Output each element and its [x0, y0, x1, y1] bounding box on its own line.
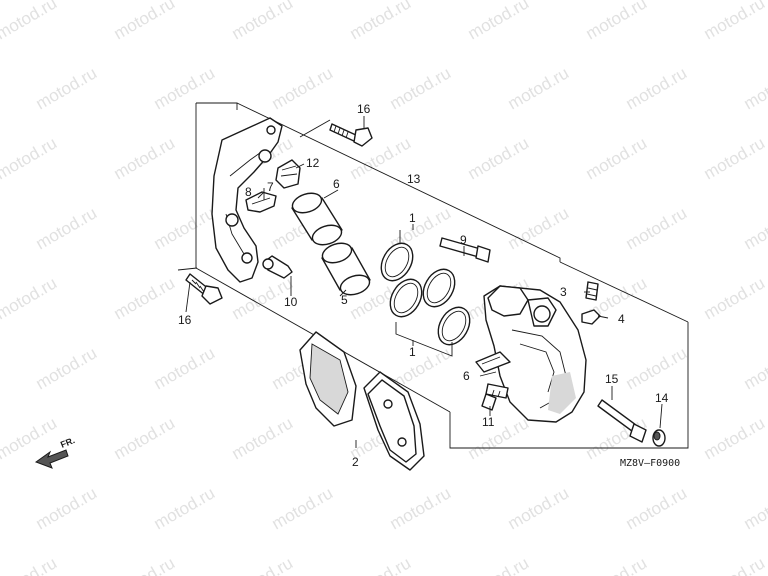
watermark-text: motod.ru — [505, 203, 573, 253]
callout-2: 2 — [352, 455, 359, 469]
watermark-text: motod.ru — [0, 0, 60, 43]
pad-spring-part-8 — [245, 191, 277, 213]
brake-pad-part-2-rear — [299, 331, 357, 427]
watermark-text: motod.ru — [111, 413, 179, 463]
bleeder-part-3 — [585, 281, 599, 301]
watermark-text: motod.ru — [465, 133, 533, 183]
leader-lines — [185, 116, 663, 429]
watermark-text: motod.ru — [347, 0, 415, 43]
front-label: FR. — [59, 435, 76, 450]
watermark-text: motod.ru — [623, 203, 691, 253]
pin-part-9 — [439, 237, 491, 263]
watermark-text: motod.ru — [229, 0, 297, 43]
watermark-text: motod.ru — [269, 483, 337, 533]
watermark-text: motod.ru — [465, 413, 533, 463]
watermark-text: motod.ru — [465, 0, 533, 43]
watermark-text: motod.ru — [387, 483, 455, 533]
watermark-text: motod.ru — [583, 133, 651, 183]
piston-part-5 — [321, 242, 371, 296]
watermark-text: motod.ru — [269, 63, 337, 113]
watermark-text: motod.ru — [505, 63, 573, 113]
watermark-text: motod.ru — [741, 343, 768, 393]
cap-part-4 — [581, 309, 601, 325]
watermark-text: motod.ru — [151, 203, 219, 253]
callout-4: 4 — [618, 312, 625, 326]
diagram-code-label: MZ8V–F0900 — [620, 458, 680, 469]
callout-5: 5 — [341, 293, 348, 307]
watermark-text: motod.ru — [465, 553, 533, 576]
callout-6-lower: 6 — [463, 369, 470, 383]
callout-3: 3 — [560, 285, 567, 299]
watermark-text: motod.ru — [111, 273, 179, 323]
watermark-text: motod.ru — [701, 553, 768, 576]
callout-13: 13 — [407, 172, 421, 186]
watermark-text: motod.ru — [0, 553, 60, 576]
callout-8: 8 — [245, 185, 252, 199]
watermark-text: motod.ru — [229, 413, 297, 463]
bolt-part-11 — [481, 383, 509, 411]
watermark-text: motod.ru — [741, 203, 768, 253]
callout-16-lower: 16 — [178, 313, 192, 327]
bolt-part-16-upper — [329, 123, 373, 147]
brake-pad-part-2-front — [355, 371, 425, 471]
piston-seals-part-1 — [380, 230, 471, 357]
watermark-text: motod.ru — [33, 343, 101, 393]
watermark-text: motod.ru — [347, 553, 415, 576]
callout-1-lower: 1 — [409, 345, 416, 359]
watermark-text: motod.ru — [623, 343, 691, 393]
watermark-text: motod.ru — [33, 483, 101, 533]
watermark-text: motod.ru — [701, 273, 768, 323]
callout-15: 15 — [605, 372, 619, 386]
callout-7: 7 — [267, 180, 274, 194]
pin-part-15 — [597, 399, 647, 443]
pin-part-10 — [262, 255, 293, 279]
callout-14: 14 — [655, 391, 669, 405]
watermark-text: motod.ru — [111, 553, 179, 576]
watermark-text: motod.ru — [583, 0, 651, 43]
watermark-text: motod.ru — [701, 133, 768, 183]
callout-12: 12 — [306, 156, 320, 170]
cap-part-14 — [652, 429, 666, 447]
callout-1-upper: 1 — [409, 211, 416, 225]
watermark-text: motod.ru — [111, 0, 179, 43]
callout-16-upper: 16 — [357, 102, 371, 116]
watermark-text: motod.ru — [151, 343, 219, 393]
watermark-text: motod.ru — [151, 483, 219, 533]
watermark-text: motod.ru — [0, 273, 60, 323]
watermark-text: motod.ru — [0, 133, 60, 183]
watermark-text: motod.ru — [623, 483, 691, 533]
watermark-text: motod.ru — [623, 63, 691, 113]
callout-10: 10 — [284, 295, 298, 309]
watermark-text: motod.ru — [33, 203, 101, 253]
boot-part-12 — [275, 159, 301, 189]
watermark-text: motod.ru — [387, 63, 455, 113]
watermark-text: motod.ru — [741, 63, 768, 113]
bolt-part-16-lower — [185, 273, 223, 305]
watermark-text: motod.ru — [583, 553, 651, 576]
callout-11: 11 — [482, 415, 495, 429]
watermark-text: motod.ru — [111, 133, 179, 183]
callout-9: 9 — [460, 233, 467, 247]
callout-6-upper: 6 — [333, 177, 340, 191]
watermark-text: motod.ru — [701, 0, 768, 43]
watermark-text: motod.ru — [701, 413, 768, 463]
caliper-body — [475, 285, 587, 423]
watermark-text: motod.ru — [505, 483, 573, 533]
watermark-text: motod.ru — [33, 63, 101, 113]
watermark-text: motod.ru — [229, 553, 297, 576]
watermark-text: motod.ru — [151, 63, 219, 113]
caliper-bracket — [211, 117, 283, 283]
piston-part-6 — [291, 192, 343, 246]
watermark-text: motod.ru — [741, 483, 768, 533]
callout-numbers: 16 12 7 8 6 13 1 9 5 10 16 1 3 4 6 15 14… — [178, 102, 669, 469]
